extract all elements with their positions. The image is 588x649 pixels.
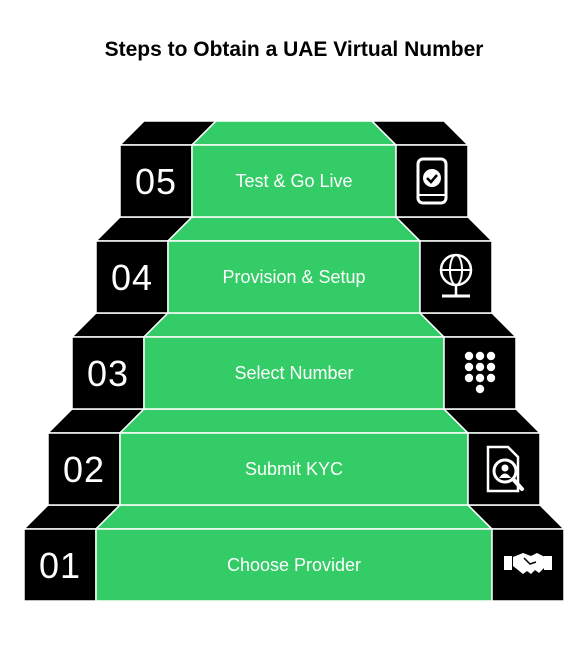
step-03: 03 Select Number [71,336,517,410]
tread-05 [118,120,470,146]
step-icon-block [419,240,493,314]
diagram-title: Steps to Obtain a UAE Virtual Number [104,38,484,61]
step-label: Provision & Setup [222,267,365,287]
step-riser [167,240,421,314]
phone-check-icon [416,157,448,205]
step-04: 04 Provision & Setup [95,240,493,314]
tread-02 [46,408,542,434]
tread-04 [94,216,494,242]
step-number-block [71,336,145,410]
step-riser [143,336,445,410]
tread-01 [22,504,566,530]
step-number: 05 [135,161,177,202]
document-search-icon [486,445,524,493]
step-label: Submit KYC [245,459,343,479]
step-label: Test & Go Live [235,171,352,191]
tread-03 [70,312,518,338]
step-number: 01 [39,545,81,586]
step-number: 02 [63,449,105,490]
step-01: 01 Choose Provider [23,528,565,602]
step-05: 05 Test & Go Live [119,144,469,218]
step-label: Select Number [234,363,353,383]
globe-stand-icon [439,253,473,298]
treads-layer [22,120,566,530]
step-number: 04 [111,257,153,298]
handshake-icon [504,553,552,574]
step-label: Choose Provider [227,555,361,575]
keypad-icon [464,351,496,394]
step-riser [119,432,469,506]
risers-layer: 05 Test & Go Live 04 Provision & Setup 03 Sel… [23,144,565,602]
step-number-block [119,144,193,218]
step-number: 03 [87,353,129,394]
step-icon-block [443,336,517,410]
step-02: 02 Submit KYC [47,432,541,506]
